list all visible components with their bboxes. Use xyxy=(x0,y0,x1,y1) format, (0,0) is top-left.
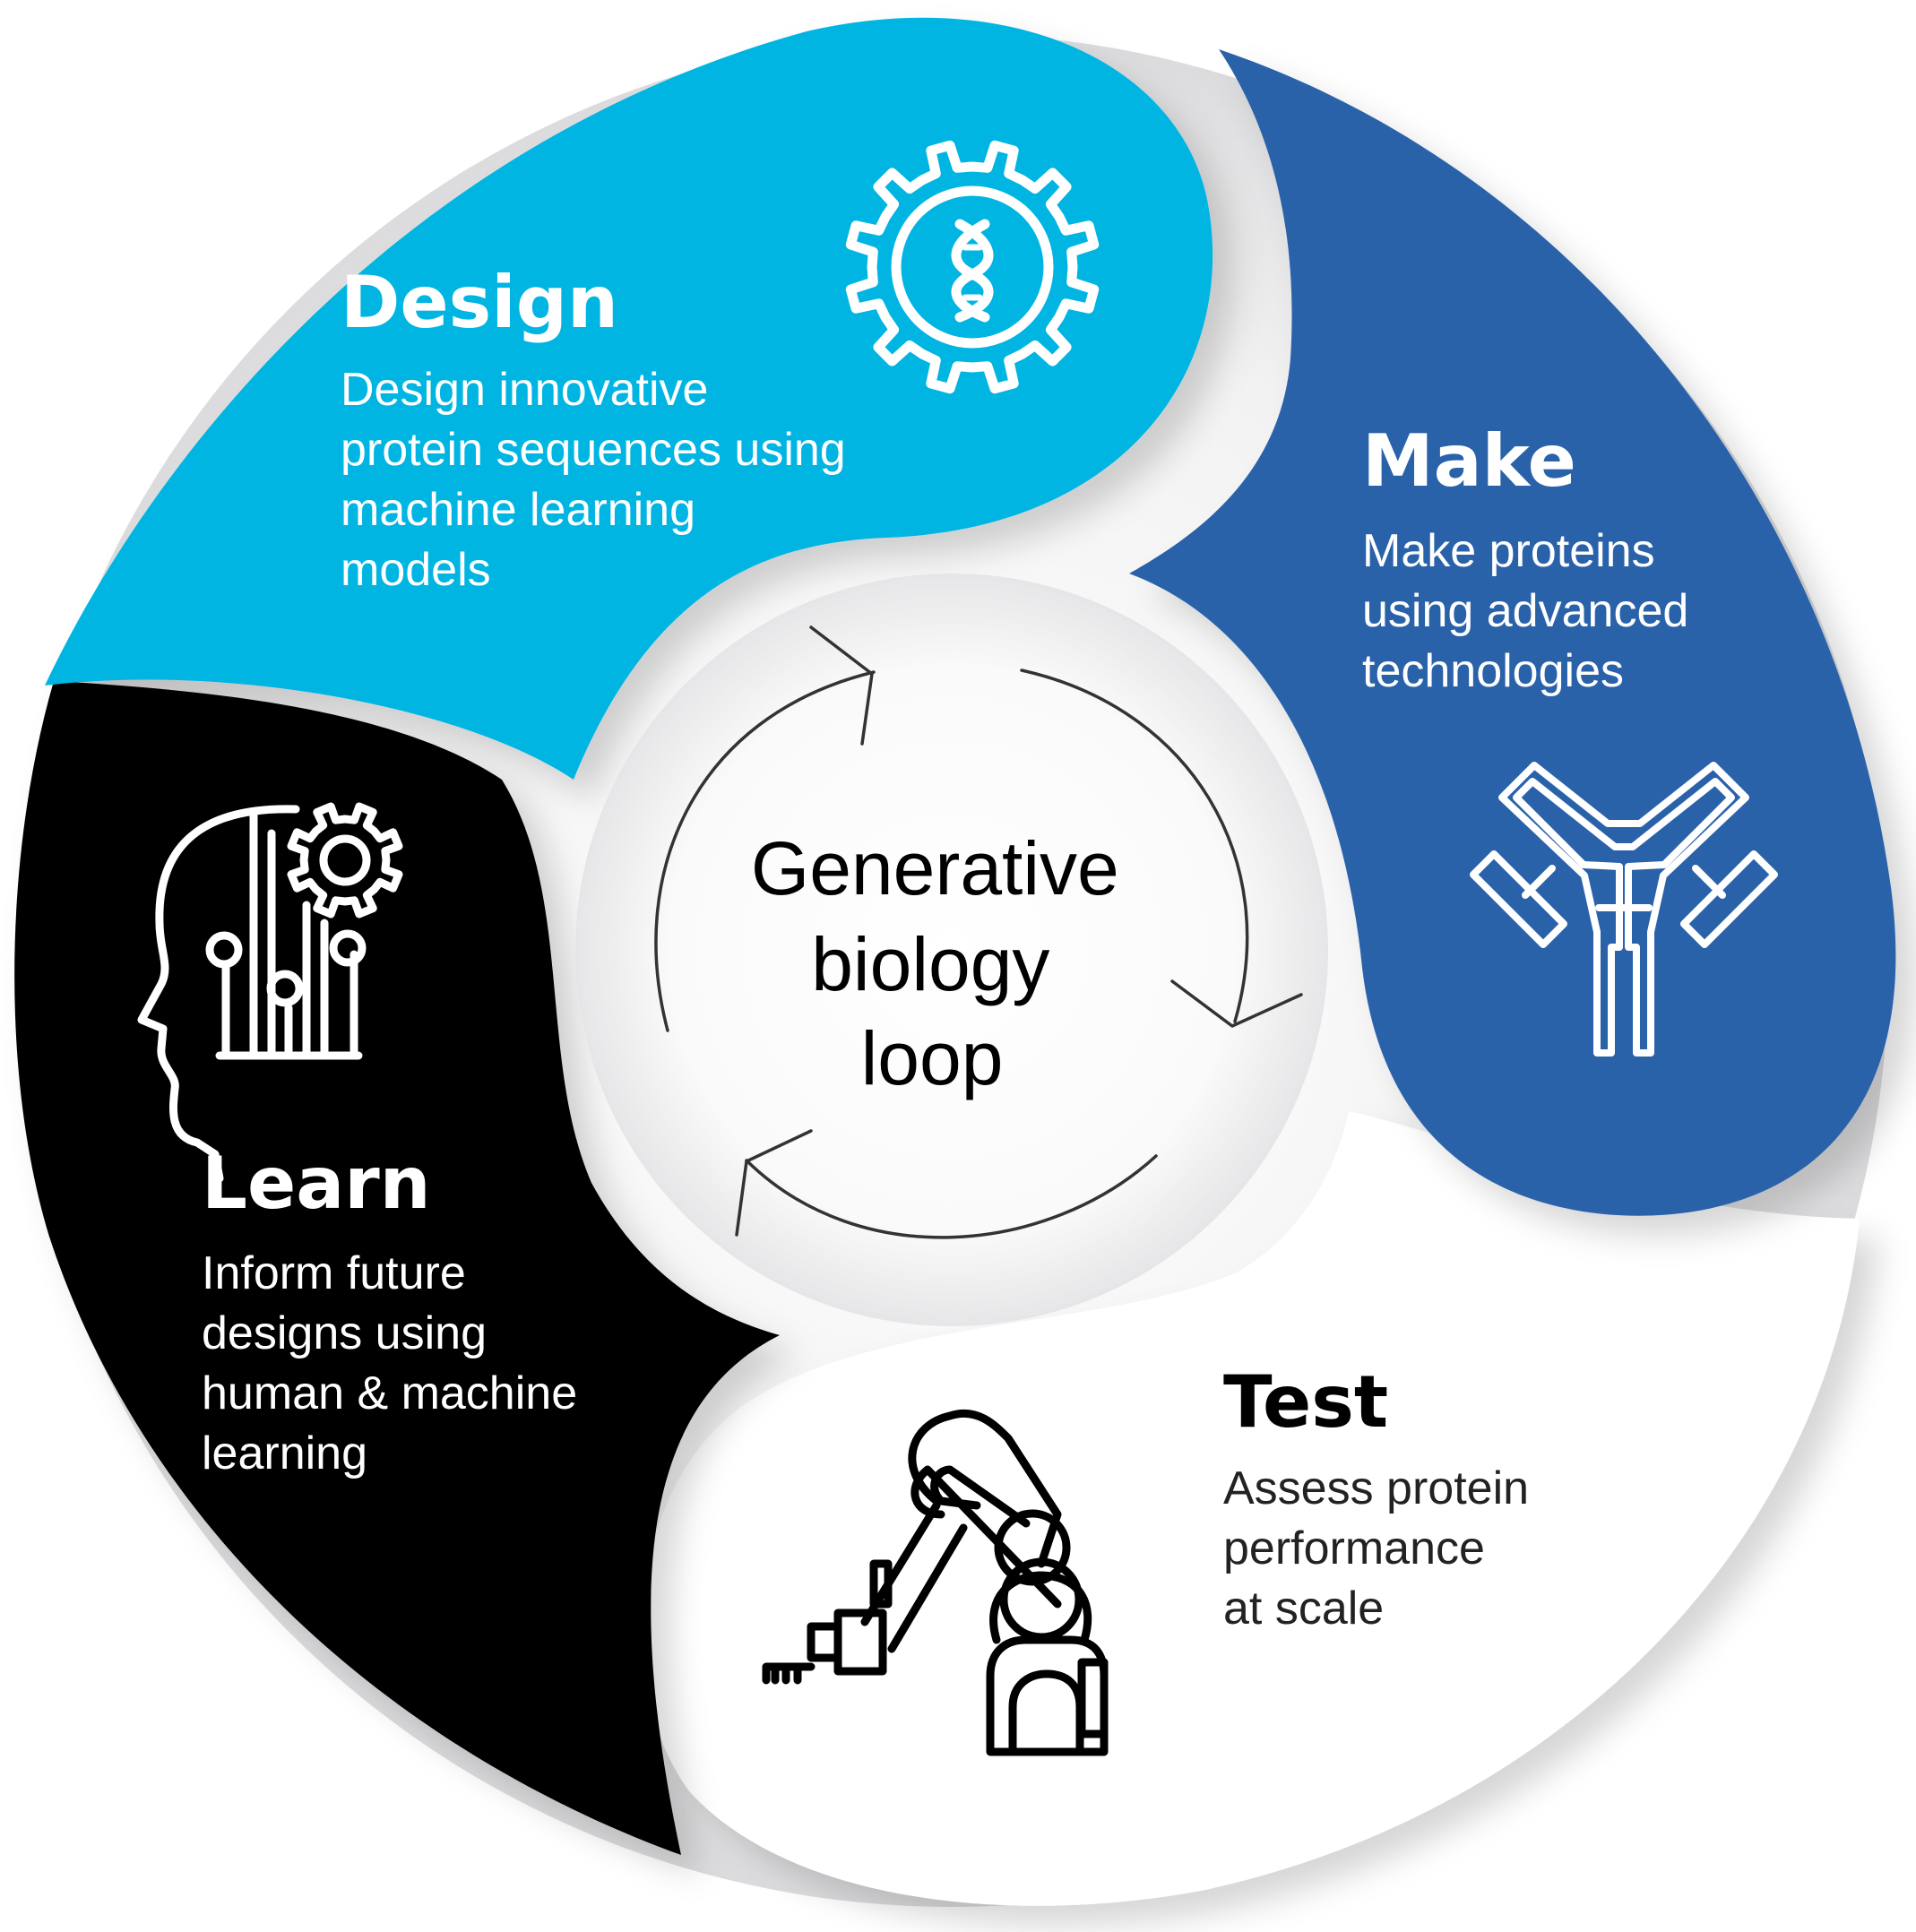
antibody-disulfide-right xyxy=(1692,865,1726,899)
loop-arrows xyxy=(654,625,1303,1239)
gear-dna-icon xyxy=(845,140,1100,394)
robot-base-side xyxy=(1077,1658,1109,1738)
make-description: Make proteins using advanced technologie… xyxy=(1362,525,1702,697)
center-label: Generative biology loop xyxy=(751,826,1140,1100)
arrow-head-make xyxy=(1170,979,1303,1028)
dna-strand-b xyxy=(951,219,994,323)
antibody-icon xyxy=(1470,762,1778,1057)
robot-arm-plate xyxy=(869,1559,893,1609)
robotic-arm-icon xyxy=(762,1409,1109,1756)
head-circuit-gear-icon xyxy=(137,802,403,1183)
arrow-head-test xyxy=(735,1129,813,1237)
antibody-heavy-chain xyxy=(1498,762,1749,1057)
antibody-light-chain-right xyxy=(1680,850,1778,948)
gear-inner-circle xyxy=(891,185,1054,349)
small-gear-hub xyxy=(319,834,371,886)
antibody-light-chain-left xyxy=(1470,850,1567,948)
learn-title: Learn xyxy=(202,1142,431,1225)
head-profile xyxy=(137,805,300,1183)
center-disc xyxy=(575,574,1328,1326)
make-petal xyxy=(1129,49,1896,1216)
circuit-node-3 xyxy=(329,929,367,967)
arrow-arc-learn-to-design xyxy=(654,670,876,1032)
robot-gripper-mount xyxy=(807,1622,842,1662)
robot-gripper xyxy=(762,1662,816,1685)
circuit-node-1 xyxy=(205,931,243,969)
robot-main-arm xyxy=(908,1409,1062,1568)
test-petal xyxy=(642,1111,1860,1906)
arrow-arc-design-to-make xyxy=(1020,668,1249,1023)
arrow-head-design xyxy=(809,625,874,746)
small-gear-outline xyxy=(287,802,403,919)
arrow-arc-make-to-test xyxy=(745,1154,1158,1239)
test-title: Test xyxy=(1223,1360,1388,1444)
make-title: Make xyxy=(1362,419,1576,503)
test-description: Assess protein performance at scale xyxy=(1223,1462,1542,1634)
design-description: Design innovative protein sequences usin… xyxy=(341,364,859,596)
antibody-disulfide-left xyxy=(1522,865,1556,899)
design-title: Design xyxy=(341,261,618,344)
circuit-node-2 xyxy=(266,970,304,1007)
learn-description: Inform future designs using human & mach… xyxy=(202,1247,591,1479)
learn-petal xyxy=(14,681,780,1855)
gear-outline xyxy=(845,140,1100,394)
robot-shoulder xyxy=(989,1571,1092,1644)
